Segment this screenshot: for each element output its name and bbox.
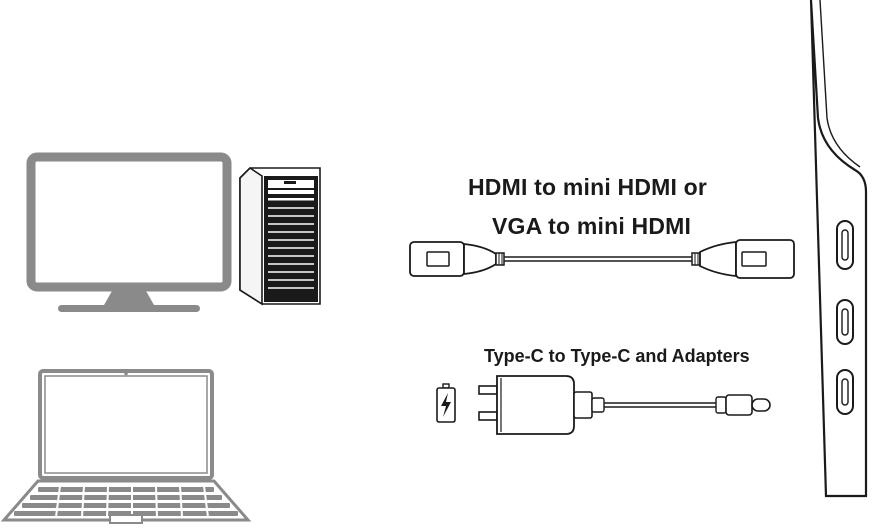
typec-label: Type-C to Type-C and Adapters bbox=[484, 346, 750, 366]
laptop-icon bbox=[0, 369, 252, 524]
hdmi-label-line-2: VGA to mini HDMI bbox=[492, 213, 692, 239]
hdmi-cable-icon bbox=[409, 239, 795, 279]
power-adapter-icon bbox=[478, 375, 771, 435]
pc-tower-icon bbox=[239, 166, 321, 306]
hdmi-label-line-1: HDMI to mini HDMI or bbox=[468, 174, 708, 200]
battery-charging-icon bbox=[436, 383, 456, 423]
portable-monitor-side-icon bbox=[809, 0, 868, 498]
desktop-monitor-icon bbox=[26, 152, 232, 312]
